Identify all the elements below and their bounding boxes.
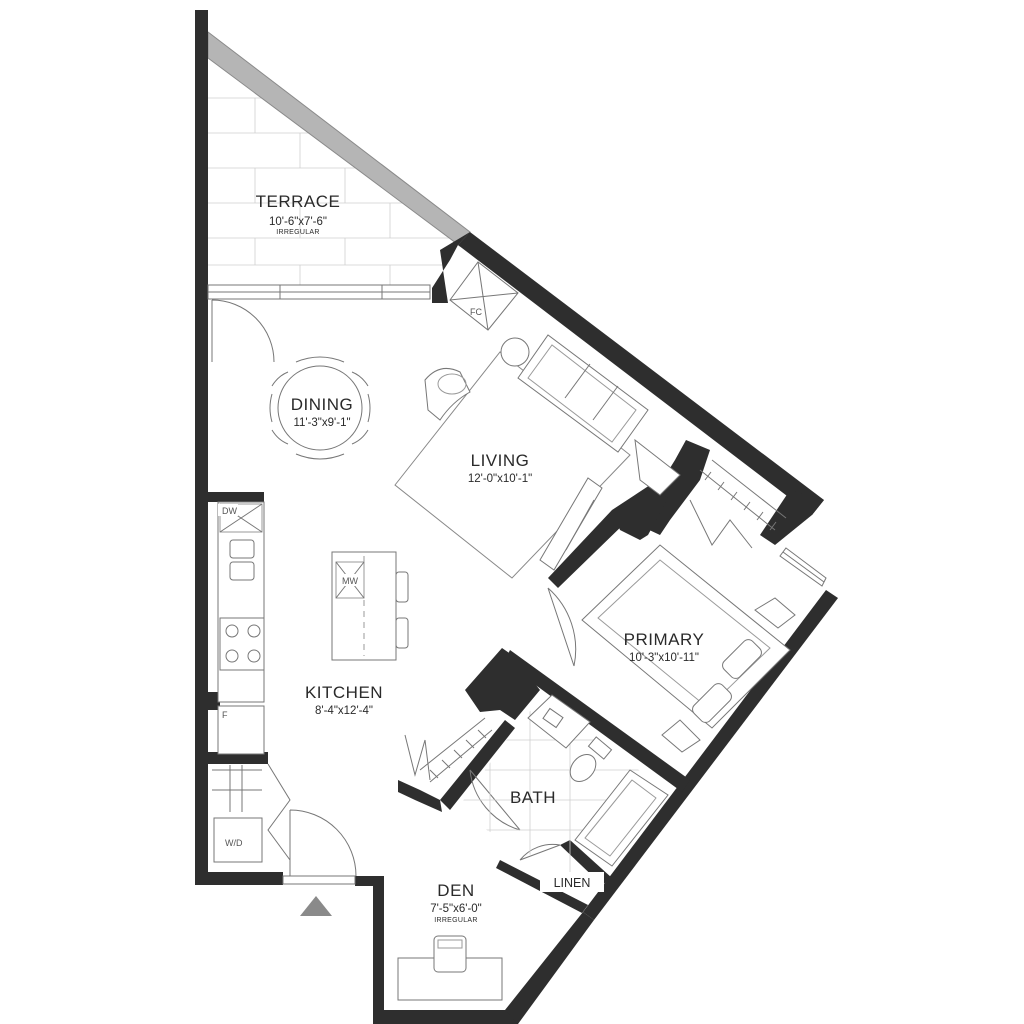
fridge-label: F: [222, 710, 228, 720]
toilet: [569, 754, 597, 782]
terrace-rail: [207, 30, 471, 247]
den-south-wall: [373, 1010, 518, 1024]
mw-label: MW: [342, 576, 358, 586]
entry-jamb: [355, 876, 383, 886]
nightstand-1: [754, 597, 796, 629]
kitchen-counter: [217, 501, 265, 703]
east-wall: [583, 590, 838, 920]
living-dims: 12'-0"x10'-1": [468, 473, 532, 485]
den-furniture: [397, 935, 503, 1001]
bed: [581, 544, 791, 729]
walls: [195, 10, 838, 1024]
living-rug: [394, 351, 631, 579]
terrace-name: TERRACE: [256, 192, 341, 211]
closet-shelving: [419, 459, 787, 783]
linen-door: [519, 843, 561, 861]
bar-stool-2: [395, 617, 409, 649]
hall-closet-wall: [398, 780, 442, 812]
room-labels: TERRACE 10'-6"x7'-6" IRREGULAR DINING 11…: [256, 192, 705, 924]
nightstand-2: [661, 719, 701, 753]
west-wall-lower: [195, 700, 208, 885]
north-east-wall: [458, 232, 824, 515]
linen-name: LINEN: [554, 876, 591, 890]
bath-core: [465, 648, 540, 720]
fc-label: FC: [470, 307, 482, 317]
living-name: LIVING: [471, 451, 530, 470]
bathtub: [574, 769, 669, 867]
closet-east-pier: [760, 490, 824, 545]
living-niche: [634, 438, 681, 496]
sink-2: [229, 561, 255, 581]
den-east-wall: [505, 912, 594, 1024]
dishwasher: [219, 503, 263, 533]
wd-door: [267, 763, 291, 861]
den-dims: 7'-5"x6'-0": [430, 903, 482, 915]
kitchen-wall-2: [208, 692, 220, 710]
fc-closet-wall: [432, 232, 470, 303]
south-west-wall: [195, 872, 283, 885]
dining-dims: 11'-3"x9'-1": [293, 417, 350, 429]
pillow-1: [722, 639, 762, 679]
bedroom-door: [547, 587, 577, 667]
pillow-2: [692, 683, 732, 723]
hall-closet-door: [404, 734, 431, 781]
living-bedroom-wall: [548, 510, 628, 588]
den-name: DEN: [437, 881, 474, 900]
bedroom-closet-wall: [645, 440, 710, 535]
entry-threshold: [282, 875, 356, 885]
dining-table: [269, 356, 371, 460]
primary-furniture: [581, 544, 796, 753]
desk-chair: [433, 935, 467, 973]
bath-name: BATH: [510, 788, 556, 807]
terrace-note: IRREGULAR: [276, 229, 320, 236]
west-wall: [195, 10, 208, 700]
kitchen-wall-3: [208, 752, 268, 764]
wd-label: W/D: [225, 838, 243, 848]
bath-west-wall: [440, 720, 515, 810]
den-note: IRREGULAR: [434, 917, 478, 924]
entry-door: [289, 809, 357, 877]
living-furniture: [394, 334, 681, 579]
entry-arrow-icon: [300, 896, 332, 916]
sofa: [517, 334, 649, 453]
windows: [207, 284, 827, 587]
closet-pier: [612, 485, 668, 540]
vanity: [527, 694, 591, 749]
terrace-dims: 10'-6"x7'-6": [269, 216, 327, 228]
kitchen-fixtures: DW F MW: [217, 501, 409, 755]
washer-dryer: [213, 817, 263, 863]
kitchen-wall: [208, 492, 264, 502]
terrace-paving: [208, 97, 460, 285]
dw-label: DW: [222, 506, 237, 516]
terrace-door: [211, 299, 275, 363]
bar-stool-1: [395, 571, 409, 603]
refrigerator: [217, 705, 265, 755]
fc-closet: FC: [449, 261, 519, 331]
den-west-wall: [373, 876, 384, 1024]
bedroom-closet-door: [689, 499, 753, 549]
microwave: [335, 561, 365, 599]
primary-name: PRIMARY: [624, 630, 705, 649]
desk: [397, 957, 503, 1001]
kitchen-name: KITCHEN: [305, 683, 383, 702]
bath-bedroom-wall: [504, 650, 690, 792]
side-table: [500, 337, 530, 367]
primary-dims: 10'-3"x10'-11": [629, 652, 699, 664]
dining-name: DINING: [291, 395, 354, 414]
laundry: W/D: [212, 765, 263, 863]
media-console: [539, 477, 603, 571]
kitchen-dims: 8'-4"x12'-4": [315, 705, 373, 717]
lounge-chair: [424, 367, 471, 421]
doors: [211, 299, 753, 885]
cooktop: [219, 617, 265, 671]
sink-1: [229, 539, 255, 559]
